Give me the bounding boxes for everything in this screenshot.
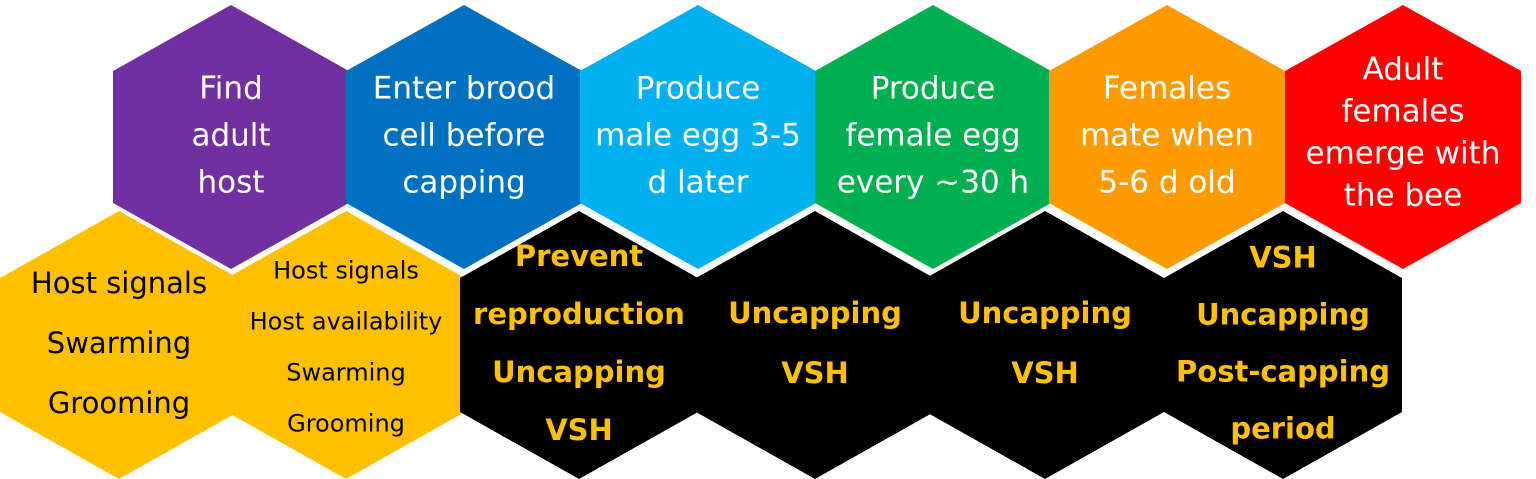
hexagon-label-line: adult (191, 118, 270, 154)
hexagon-label-line: VSH (545, 413, 613, 447)
hexagon-shape (1164, 211, 1402, 479)
hexagon-label-line: d later (647, 165, 748, 201)
lifecycle-stages-row: Find adult host Enter brood cell before cappi… (113, 5, 1521, 269)
hexagon-label-line: capping (402, 165, 525, 201)
hexagon-label-line: emerge with (1306, 136, 1501, 172)
hexagon-label-line: Host signals (31, 266, 207, 300)
hexagon-shape (1285, 5, 1521, 269)
hexagon-label-line: host (198, 165, 265, 201)
hexagon-label-line: Swarming (47, 326, 191, 360)
hexagon-shape (0, 211, 238, 479)
hexagon-shape (696, 211, 934, 479)
top-row-hexagon-produce: Produce male egg 3-5 d later (580, 5, 816, 269)
hexagon-label-line: Produce (871, 71, 996, 107)
hexagon-label-line: Enter brood (373, 71, 555, 107)
hexagon-label-line: Uncapping (958, 296, 1132, 330)
hexagon-label-line: females (1341, 94, 1464, 130)
hexagon-label-line: male egg 3-5 (595, 118, 801, 154)
hexagon-shape (460, 211, 698, 479)
hexagon-label-line: every ~30 h (837, 165, 1029, 201)
hexagon-label-line: Grooming (287, 410, 405, 438)
hexagon-label-line: VSH (781, 356, 849, 390)
hexagon-label-line: VSH (1011, 356, 1079, 390)
hexagon-label-line: female egg (845, 118, 1020, 154)
top-row-hexagon-find: Find adult host (113, 5, 349, 269)
hexagon-label-line: Uncapping (1196, 298, 1370, 332)
hexagon-label-line: Host signals (273, 257, 419, 285)
hexagon-label-line: reproduction (473, 297, 685, 331)
hexagon-label-line: Swarming (286, 359, 406, 387)
hexagon-label-line: Adult (1363, 52, 1444, 88)
hexagon-label-line: Females (1103, 71, 1231, 107)
hexagon-label-line: Produce (636, 71, 761, 107)
top-row-hexagon-enter-brood: Enter brood cell before capping (346, 5, 582, 269)
hexagon-label-line: mate when (1080, 118, 1254, 154)
hexagon-label-line: the bee (1344, 178, 1463, 214)
hexagon-label-line: Uncapping (492, 355, 666, 389)
hexagon-shape (113, 5, 349, 269)
hexagon-label-line: 5-6 d old (1098, 165, 1235, 201)
hexagon-label-line: period (1230, 412, 1335, 446)
hexagon-label-line: Uncapping (728, 296, 902, 330)
hexagon-shape (926, 211, 1164, 479)
hexagon-label-line: Host availability (250, 308, 443, 336)
hexagon-label-line: Prevent (515, 239, 643, 273)
hexagon-label-line: VSH (1249, 241, 1317, 275)
top-row-hexagon-females: Females mate when 5-6 d old (1049, 5, 1285, 269)
hexagon-shape (227, 211, 465, 479)
hexagon-shape (1049, 5, 1285, 269)
hexagon-shape (346, 5, 582, 269)
hexagon-label-line: Post-capping (1176, 355, 1390, 389)
hexagon-label-line: cell before (383, 118, 546, 154)
top-row-hexagon-produce: Produce female egg every ~30 h (815, 5, 1051, 269)
hexagon-shape (815, 5, 1051, 269)
hexagon-label-line: Find (199, 71, 263, 107)
top-row-hexagon-adult: Adult females emerge with the bee (1285, 5, 1521, 269)
hexagon-shape (580, 5, 816, 269)
hexagon-label-line: Grooming (48, 386, 190, 420)
